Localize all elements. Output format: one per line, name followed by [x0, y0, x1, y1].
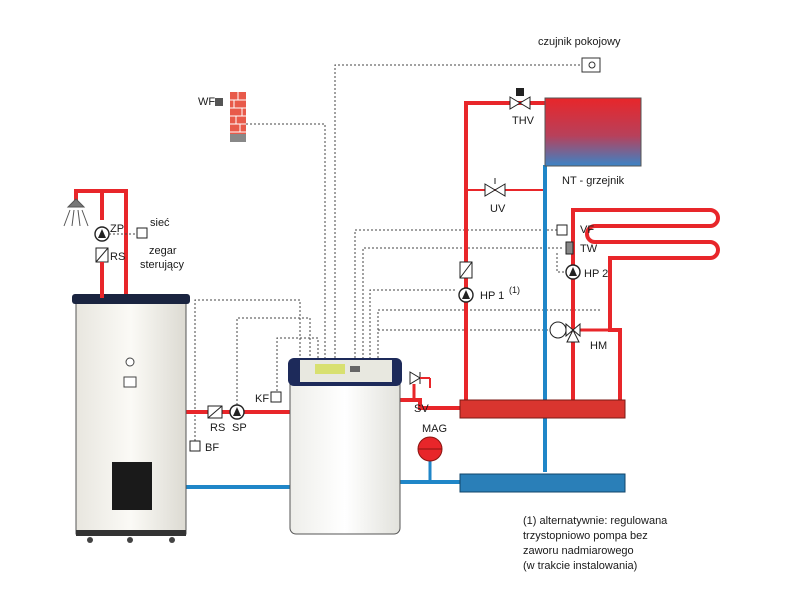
kf-label: KF: [255, 393, 269, 405]
heating-pump-hp1-icon: [458, 287, 474, 303]
thermostatic-valve-thv-icon: [509, 88, 531, 110]
shower-head-icon: [63, 198, 89, 227]
hot-manifold: [459, 399, 626, 419]
hp1-note-marker: (1): [509, 285, 520, 295]
room-sensor-label: czujnik pokojowy: [538, 36, 621, 48]
safety-valve-sv-icon: [409, 371, 431, 400]
clock-icon: [136, 227, 148, 239]
note-line-4: (w trakcie instalowania): [523, 560, 637, 572]
storage-sensor-bf-icon: [189, 440, 201, 452]
charging-pump-sp-icon: [229, 404, 245, 420]
mixing-valve-hm-icon: [549, 321, 581, 343]
tank-feet-icon: [87, 537, 175, 543]
boiler-sensor-kf-icon: [270, 391, 282, 403]
hm-label: HM: [590, 340, 607, 352]
rs-bottom-label: RS: [210, 422, 225, 434]
hp1-label: HP 1: [480, 290, 504, 302]
uv-label: UV: [490, 203, 506, 215]
wf-label: WF: [198, 96, 215, 108]
tw-label: TW: [580, 243, 598, 255]
vf-label: VF: [580, 224, 594, 236]
overflow-valve-uv-icon: [484, 178, 506, 197]
outdoor-sensor-wall-icon: [215, 92, 246, 142]
radiator: [544, 97, 642, 167]
clock-label-2: sterujący: [140, 259, 185, 271]
flow-sensor-vf-icon: [556, 224, 568, 236]
thermostat-tw-icon: [565, 241, 574, 255]
sp-label: SP: [232, 422, 247, 434]
control-lines: [194, 64, 600, 445]
floor-hot-pipes: [571, 208, 720, 400]
mag-label: MAG: [422, 423, 447, 435]
room-sensor-icon: [581, 57, 601, 73]
radiator-hot-pipes: [464, 101, 545, 400]
boiler: [288, 358, 402, 535]
clock-label-1: zegar: [149, 245, 177, 257]
hot-water-storage-tank: [72, 294, 190, 536]
note-line-1: (1) alternatywnie: regulowana: [523, 515, 668, 527]
network-label: sieć: [150, 217, 170, 229]
rs-top-label: RS: [110, 251, 125, 263]
zp-label: ZP: [110, 223, 124, 235]
heating-pump-hp2-icon: [565, 264, 581, 280]
note-line-2: trzystopniowo pompa bez: [523, 530, 648, 542]
circulation-pump-zp-icon: [94, 226, 110, 242]
bf-label: BF: [205, 442, 219, 454]
radiator-label: NT - grzejnik: [562, 175, 625, 187]
thv-label: THV: [512, 115, 535, 127]
cold-manifold: [459, 473, 626, 493]
sv-label: SV: [414, 403, 429, 415]
expansion-vessel-mag-icon: [417, 436, 443, 462]
hp2-label: HP 2: [584, 268, 608, 280]
note-line-3: zaworu nadmiarowego: [523, 545, 634, 557]
